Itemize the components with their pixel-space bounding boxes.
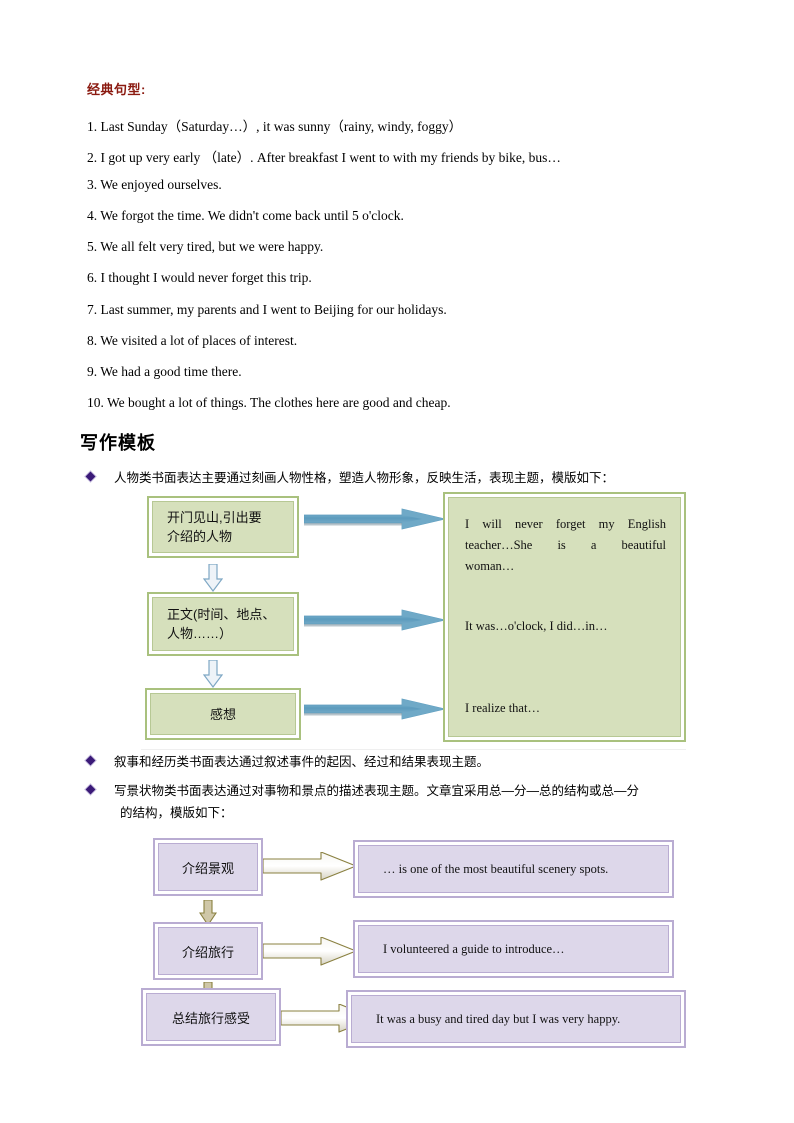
- sentence-item-7: 7. Last summer, my parents and I went to…: [87, 302, 447, 317]
- person-step-1-box: 开门见山,引出要 介绍的人物: [147, 496, 299, 558]
- right-arrow-icon: [304, 609, 446, 631]
- down-arrow-icon: [198, 899, 218, 926]
- scenery-step-1-mid: 介绍景观: [155, 840, 261, 894]
- scenery-text-3-mid: It was a busy and tired day but I was ve…: [348, 992, 684, 1046]
- flow-arrow-1: [304, 508, 446, 534]
- sample-p1-line-3: woman…: [465, 559, 515, 573]
- person-step-2-inner: 正文(时间、地点、 人物……）: [152, 597, 294, 651]
- person-step-2-line-2: 人物……）: [167, 626, 233, 641]
- down-arrow-icon: [202, 563, 224, 592]
- scenery-template-diagram: 介绍景观 介绍旅行 总结旅行感受: [141, 832, 686, 1048]
- scenery-step-2-mid: 介绍旅行: [155, 924, 261, 978]
- scenery-arrow-2: [262, 936, 357, 967]
- scenery-connector-1: [198, 899, 218, 926]
- sentence-item-3: 3. We enjoyed ourselves.: [87, 177, 222, 192]
- diamond-bullet-icon: [85, 471, 96, 482]
- scenery-text-1-inner: … is one of the most beautiful scenery s…: [358, 845, 669, 893]
- sentence-item-5: 5. We all felt very tired, but we were h…: [87, 239, 324, 254]
- flow-arrow-3: [304, 698, 446, 724]
- person-step-2-box: 正文(时间、地点、 人物……）: [147, 592, 299, 656]
- diagram-baseline: [141, 749, 686, 750]
- scenery-step-1-inner: 介绍景观: [158, 843, 258, 891]
- sentence-item-6: 6. I thought I would never forget this t…: [87, 270, 312, 285]
- connector-arrow-1: [202, 563, 224, 592]
- scenery-text-3-box: It was a busy and tired day but I was ve…: [346, 990, 686, 1048]
- sentence-item-1: 1. Last Sunday（Saturday…）, it was sunny（…: [87, 119, 463, 134]
- scenery-step-3-mid: 总结旅行感受: [143, 990, 279, 1044]
- person-step-1-inner: 开门见山,引出要 介绍的人物: [152, 501, 294, 553]
- scenery-text-2-mid: I volunteered a guide to introduce…: [355, 922, 672, 976]
- classic-sentences-heading: 经典句型:: [87, 82, 146, 97]
- sentence-item-9: 9. We had a good time there.: [87, 364, 242, 379]
- bullet-text-person: 人物类书面表达主要通过刻画人物性格，塑造人物形象，反映生活，表现主题，模版如下：: [114, 471, 615, 485]
- right-arrow-icon: [304, 508, 446, 530]
- diamond-bullet-icon: [85, 784, 96, 795]
- person-step-2-mid: 正文(时间、地点、 人物……）: [149, 594, 297, 654]
- diamond-bullet-icon: [85, 755, 96, 766]
- right-arrow-icon: [262, 851, 357, 881]
- right-arrow-icon: [262, 936, 357, 966]
- scenery-arrow-1: [262, 851, 357, 882]
- person-step-1-line-1: 开门见山,引出要: [167, 510, 262, 525]
- person-step-3-box: 感想: [145, 688, 301, 740]
- scenery-step-3-box: 总结旅行感受: [141, 988, 281, 1046]
- scenery-text-1-box: … is one of the most beautiful scenery s…: [353, 840, 674, 898]
- sample-p1-line-1: I will never forget my English: [465, 517, 666, 531]
- bullet-item-narrative: 叙事和经历类书面表达通过叙述事件的起因、经过和结果表现主题。: [85, 751, 707, 773]
- bullet-text-scenery-line-2: 的结构，模版如下：: [120, 806, 233, 820]
- person-step-1-mid: 开门见山,引出要 介绍的人物: [149, 498, 297, 556]
- scenery-step-2-inner: 介绍旅行: [158, 927, 258, 975]
- scenery-text-2-box: I volunteered a guide to introduce…: [353, 920, 674, 978]
- sentence-item-8: 8. We visited a lot of places of interes…: [87, 333, 298, 348]
- scenery-step-2-box: 介绍旅行: [153, 922, 263, 980]
- scenery-text-3-inner: It was a busy and tired day but I was ve…: [351, 995, 681, 1043]
- connector-arrow-2: [202, 659, 224, 688]
- scenery-step-3-inner: 总结旅行感受: [146, 993, 276, 1041]
- bullet-item-scenery: 写景状物类书面表达通过对事物和景点的描述表现主题。文章宜采用总—分—总的结构或总…: [85, 780, 717, 824]
- bullet-text-narrative: 叙事和经历类书面表达通过叙述事件的起因、经过和结果表现主题。: [114, 755, 490, 769]
- person-template-diagram: 开门见山,引出要 介绍的人物 正文(时间、地点、 人物……）: [141, 492, 686, 750]
- sentence-item-4: 4. We forgot the time. We didn't come ba…: [87, 208, 404, 223]
- person-step-3-mid: 感想: [147, 690, 299, 738]
- person-step-1-line-2: 介绍的人物: [167, 529, 233, 544]
- person-step-2-text: 正文(时间、地点、 人物……）: [167, 605, 275, 643]
- writing-template-heading: 写作模板: [80, 433, 156, 453]
- sample-p1-line-2: teacher…She is a beautiful: [465, 538, 666, 552]
- person-sample-mid: I will never forget my English teacher…S…: [445, 494, 684, 740]
- down-arrow-icon: [202, 659, 224, 688]
- person-sample-panel: I will never forget my English teacher…S…: [443, 492, 686, 742]
- flow-arrow-2: [304, 609, 446, 635]
- sample-paragraph-3: I realize that…: [465, 701, 540, 715]
- person-step-1-text: 开门见山,引出要 介绍的人物: [167, 508, 262, 546]
- sentence-item-2: 2. I got up very early （late）. After bre…: [87, 150, 561, 165]
- person-sample-inner: I will never forget my English teacher…S…: [448, 497, 681, 737]
- scenery-text-2-inner: I volunteered a guide to introduce…: [358, 925, 669, 973]
- scenery-text-1-mid: … is one of the most beautiful scenery s…: [355, 842, 672, 896]
- sentence-item-10: 10. We bought a lot of things. The cloth…: [87, 395, 451, 410]
- bullet-item-person: 人物类书面表达主要通过刻画人物性格，塑造人物形象，反映生活，表现主题，模版如下：: [85, 467, 707, 489]
- sample-paragraph-1: I will never forget my English teacher…S…: [465, 514, 666, 577]
- person-step-2-line-1: 正文(时间、地点、: [167, 607, 276, 622]
- sample-paragraph-2: It was…o'clock, I did…in…: [465, 619, 608, 633]
- scenery-step-1-box: 介绍景观: [153, 838, 263, 896]
- bullet-text-scenery-line-1: 写景状物类书面表达通过对事物和景点的描述表现主题。文章宜采用总—分—总的结构或总…: [114, 784, 640, 798]
- right-arrow-icon: [304, 698, 446, 720]
- person-step-3-inner: 感想: [150, 693, 296, 735]
